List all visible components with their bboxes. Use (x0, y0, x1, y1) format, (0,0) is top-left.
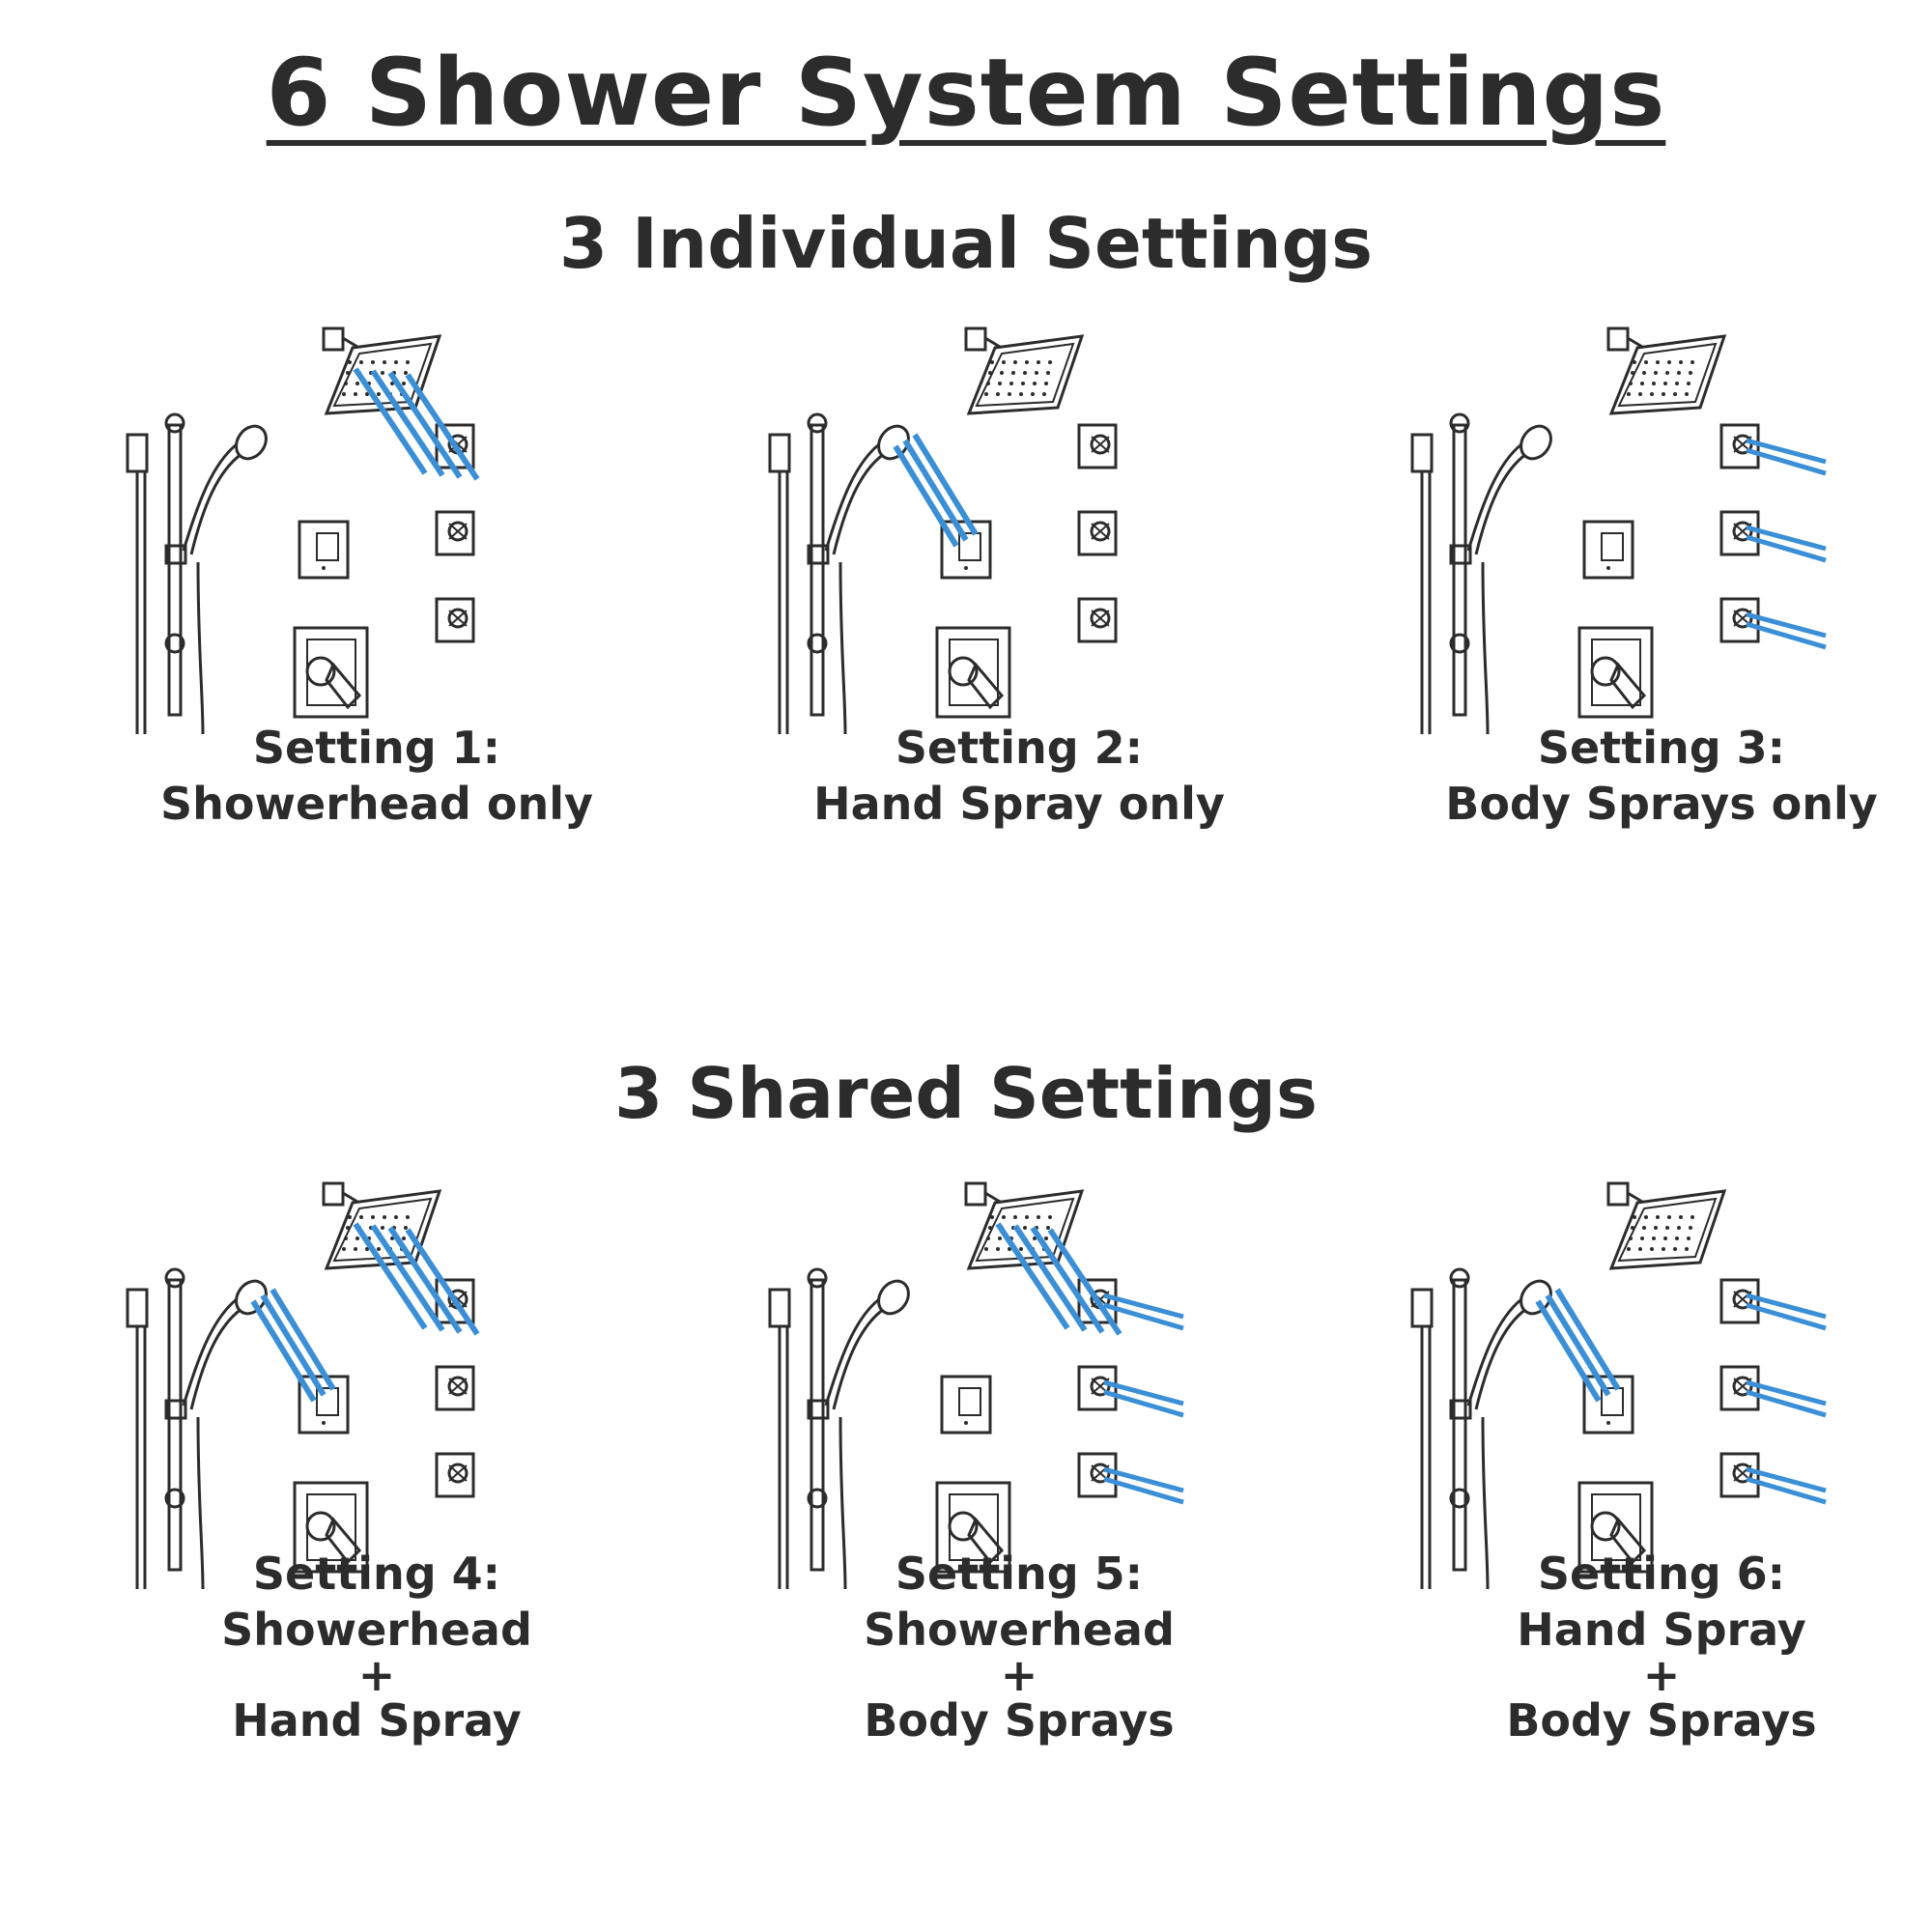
setting-label: Setting 1: (252, 722, 501, 774)
fixtures (126, 1181, 475, 1590)
hand-shower-icon (126, 412, 268, 735)
setting-panel-1: Setting 1:Showerhead only (106, 309, 751, 850)
setting-caption: Setting 3:Body Sprays only (1391, 720, 1932, 832)
section-heading-individual: 3 Individual Settings (558, 203, 1374, 284)
diverter-icon (298, 520, 350, 580)
plus-sign: + (1000, 1649, 1038, 1701)
hand-spray-spray (893, 433, 979, 548)
setting-description: Body Sprays (1506, 1694, 1817, 1747)
setting-panel-4: Setting 4:Showerhead+Hand Spray (106, 1164, 751, 1747)
setting-label: Setting 2: (895, 722, 1144, 774)
setting-description: Body Sprays (864, 1694, 1175, 1747)
body-sprays-icon (435, 1278, 475, 1498)
body-sprays-spray (1746, 438, 1827, 650)
setting-panel-3: Setting 3:Body Sprays only (1391, 309, 1932, 850)
showerhead-icon (1606, 327, 1727, 415)
showerhead-icon (964, 327, 1085, 415)
page-title: 6 Shower System Settings (266, 39, 1666, 147)
setting-diagram-4 (126, 1181, 480, 1590)
setting-caption: Setting 5:Showerhead+Body Sprays (749, 1546, 1290, 1748)
setting-description: Showerhead only (160, 778, 593, 830)
valve-icon (293, 626, 369, 719)
setting-caption: Setting 6:Hand Spray+Body Sprays (1391, 1546, 1932, 1748)
valve-icon (935, 1481, 1011, 1574)
hand-spray-spray (1535, 1288, 1621, 1403)
setting-caption: Setting 2:Hand Spray only (749, 720, 1290, 832)
setting-diagram-3 (1410, 327, 1827, 735)
body-sprays-icon (1077, 423, 1118, 643)
diverter-icon (940, 1375, 992, 1435)
showerhead-spray (353, 367, 480, 481)
setting-diagram-1 (126, 327, 480, 735)
fixtures (768, 327, 1118, 735)
setting-label: Setting 3: (1537, 722, 1786, 774)
setting-description: Hand Spray (232, 1694, 522, 1747)
body-sprays-icon (1077, 1278, 1118, 1498)
setting-diagram-2 (768, 327, 1118, 735)
hand-shower-icon (1410, 1267, 1552, 1590)
setting-panel-6: Setting 6:Hand Spray+Body Sprays (1391, 1164, 1932, 1747)
setting-description: Body Sprays only (1445, 778, 1878, 830)
setting-description: Showerhead (864, 1604, 1175, 1656)
setting-caption: Setting 1:Showerhead only (106, 720, 647, 832)
setting-diagram-5 (768, 1181, 1184, 1590)
body-sprays-icon (1719, 423, 1760, 643)
setting-label: Setting 4: (252, 1548, 501, 1600)
fixtures (1410, 1181, 1760, 1590)
setting-diagram-6 (1410, 1181, 1827, 1590)
section-heading-shared: 3 Shared Settings (614, 1053, 1318, 1134)
body-sprays-spray (1103, 1293, 1184, 1505)
showerhead-spray (995, 1222, 1122, 1336)
body-sprays-spray (1746, 1293, 1827, 1505)
hand-shower-icon (126, 1267, 268, 1590)
setting-caption: Setting 4:Showerhead+Hand Spray (106, 1546, 647, 1748)
valve-icon (1577, 1481, 1654, 1574)
body-sprays-icon (435, 423, 475, 643)
hand-shower-icon (1410, 412, 1552, 735)
hand-shower-icon (768, 412, 910, 735)
valve-icon (1577, 626, 1654, 719)
setting-description: Hand Spray only (813, 778, 1225, 830)
showerhead-spray (353, 1222, 480, 1336)
setting-description: Hand Spray (1517, 1604, 1806, 1656)
valve-icon (293, 1481, 369, 1574)
setting-panel-5: Setting 5:Showerhead+Body Sprays (749, 1164, 1393, 1747)
showerhead-icon (1606, 1181, 1727, 1270)
diverter-icon (1582, 520, 1634, 580)
fixtures (1410, 327, 1760, 735)
setting-label: Setting 5: (895, 1548, 1144, 1600)
fixtures (768, 1181, 1118, 1590)
plus-sign: + (1642, 1649, 1681, 1701)
valve-icon (935, 626, 1011, 719)
setting-description: Showerhead (221, 1604, 532, 1656)
hand-spray-spray (250, 1288, 336, 1403)
plus-sign: + (357, 1649, 396, 1701)
fixtures (126, 327, 475, 735)
setting-label: Setting 6: (1537, 1548, 1786, 1600)
body-sprays-icon (1719, 1278, 1760, 1498)
hand-shower-icon (768, 1267, 910, 1590)
setting-panel-2: Setting 2:Hand Spray only (749, 309, 1393, 850)
